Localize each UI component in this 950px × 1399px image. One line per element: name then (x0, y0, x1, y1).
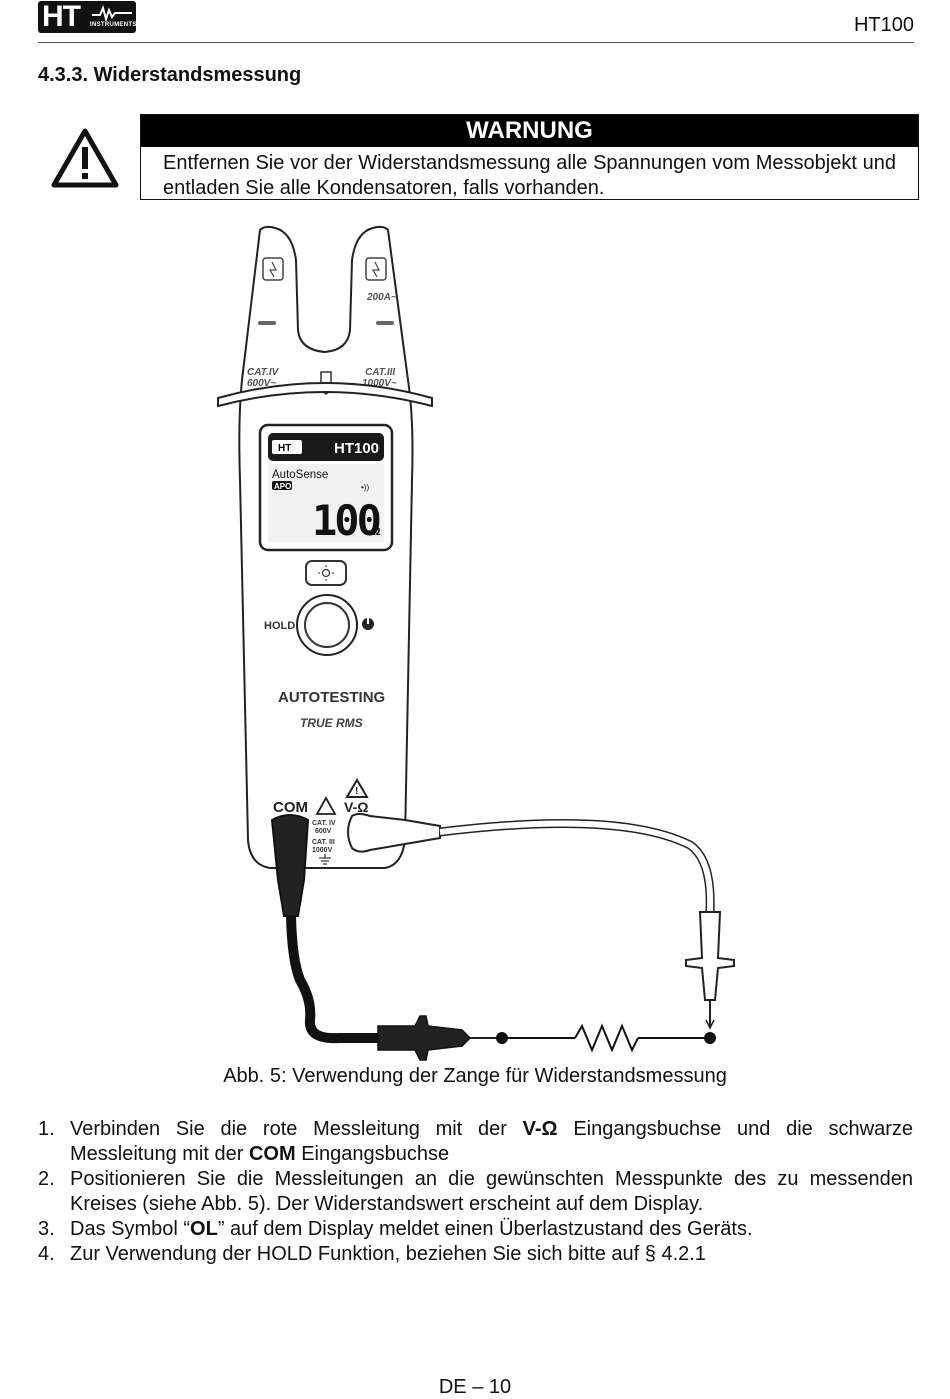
backlight-button[interactable] (305, 560, 347, 586)
step-2-text: Positionieren Sie die Messleitungen an d… (70, 1168, 913, 1215)
ground-icon (319, 854, 331, 865)
com-warning-icon (315, 796, 337, 815)
step-2: 2. Positionieren Sie die Messleitungen an… (38, 1167, 913, 1217)
cat-right-label-1: CAT.III (365, 367, 395, 378)
cat-left-label-2: 600V~ (247, 378, 276, 389)
hand-guard (217, 382, 433, 408)
display-apo: APO (274, 482, 291, 491)
jack-warning-icon (345, 778, 369, 798)
page-number: DE – 10 (438, 1376, 512, 1398)
display-mode: AutoSense (272, 469, 328, 481)
cat-right-label-2: 1000V~ (362, 378, 397, 389)
step-1-text-a: Verbinden Sie die rote Messleitung mit d… (70, 1118, 523, 1140)
step-number: 1. (38, 1118, 55, 1140)
circuit-node-right (704, 1032, 716, 1044)
step-number: 3. (38, 1218, 55, 1240)
hold-label: HOLD (264, 620, 295, 632)
warning-box: WARNUNG Entfernen Sie vor der Widerstand… (140, 114, 919, 200)
logo-subtext: INSTRUMENTS (90, 22, 137, 28)
step-3-text-a: Das Symbol “ (70, 1218, 191, 1240)
step-1-bold-com: COM (248, 1143, 296, 1165)
logo-wave-icon (92, 5, 132, 21)
black-test-probe (377, 1015, 472, 1061)
step-number: 4. (38, 1243, 55, 1265)
figure-caption: Abb. 5: Verwendung der Zange für Widerst… (223, 1065, 727, 1087)
jack-cat-4: 1000V (312, 847, 333, 854)
jaw-left-symbol-icon (262, 257, 284, 281)
step-1-text-c: Eingangsbuchse (295, 1143, 450, 1165)
jaw-current-label: 200A~ (366, 292, 397, 303)
svg-text:!: ! (355, 786, 358, 797)
red-lead-plug (347, 813, 441, 853)
cat-left-label-1: CAT.IV (247, 367, 280, 378)
jack-cat-1: CAT. IV (312, 820, 336, 827)
display-unit: Ω (371, 524, 381, 538)
step-3-text-b: ” auf dem Display meldet einen Überlastz… (217, 1218, 753, 1240)
step-number: 2. (38, 1168, 55, 1190)
autotesting-label: AUTOTESTING (278, 689, 385, 706)
step-1: 1. Verbinden Sie die rote Messleitung mit… (38, 1117, 913, 1167)
display-brand: HT (278, 443, 291, 454)
v-jack-label: V-Ω (344, 799, 368, 815)
instruction-steps: 1. Verbinden Sie die rote Messleitung mit… (38, 1117, 913, 1267)
display-model: HT100 (334, 440, 379, 457)
step-1-text-b: Eingangsbuchse und die schwarze Messleit… (70, 1118, 913, 1165)
jaw-right-symbol-icon (365, 257, 387, 281)
jack-cat-3: CAT. III (312, 839, 335, 846)
step-4: 4. Zur Verwendung der HOLD Funktion, bezi… (38, 1242, 913, 1267)
step-1-bold-v: V-Ω (522, 1118, 558, 1140)
com-jack-label: COM (273, 799, 308, 816)
step-4-text: Zur Verwendung der HOLD Funktion, bezieh… (70, 1243, 706, 1265)
section-title: 4.3.3. Widerstandsmessung (38, 64, 302, 86)
signal-icon: •)) (361, 483, 369, 492)
black-lead-cable (286, 915, 380, 1044)
warning-triangle-icon (51, 128, 119, 188)
warning-title: WARNUNG (141, 115, 918, 147)
black-lead-plug (270, 814, 310, 917)
model-name: HT100 (853, 14, 914, 36)
display-value: 100 (312, 496, 380, 545)
step-3-bold-ol: OL (190, 1218, 218, 1240)
clamp-meter-figure: 200A~ CAT.IV 600V~ CAT.III 1000V~ HT HT1… (217, 225, 735, 1061)
red-test-probe (685, 911, 735, 1001)
sun-icon (321, 568, 331, 578)
warning-text: Entfernen Sie vor der Widerstandsmessung… (163, 152, 896, 199)
step-3: 3. Das Symbol “OL” auf dem Display meldet… (38, 1217, 913, 1242)
true-rms-label: TRUE RMS (300, 716, 363, 730)
jack-cat-2: 600V (315, 828, 332, 835)
page-header: HT INSTRUMENTS HT100 (38, 0, 914, 43)
ht-instruments-logo: HT INSTRUMENTS (38, 0, 137, 33)
resistor-symbol (574, 1023, 639, 1053)
logo-text: HT (42, 0, 81, 33)
